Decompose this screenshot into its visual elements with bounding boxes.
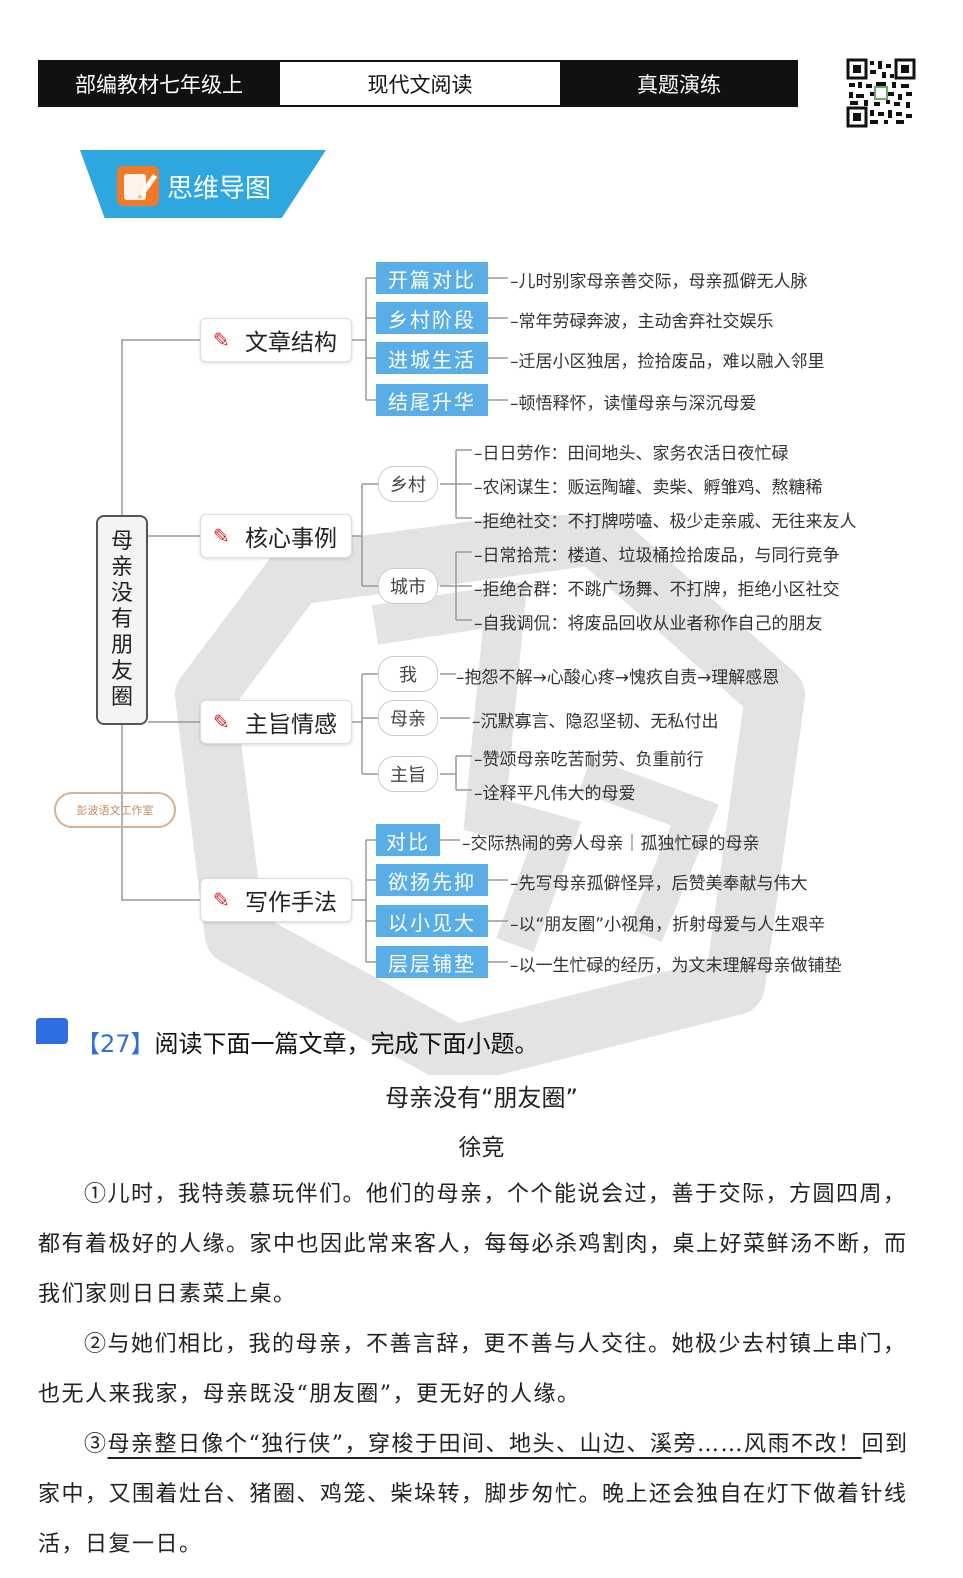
root-char: 有: [110, 607, 133, 632]
writing-tag: 对比: [376, 824, 440, 856]
bookmark-icon: [36, 1018, 68, 1044]
structure-tag: 进城生活: [376, 342, 488, 374]
branch-cases: ✎ 核心事例: [200, 514, 352, 558]
sub-city: 城市: [378, 568, 438, 604]
root-char: 朋: [110, 633, 133, 658]
city-leaf: –自我调侃：将废品回收从业者称作自己的朋友: [474, 614, 823, 634]
underlined-sentence: 母亲整日像个“独行侠”，穿梭于田间、地头、山边、溪旁……风雨不改！: [107, 1432, 862, 1457]
structure-leaf: –儿时别家母亲善交际，母亲孤僻无人脉: [510, 272, 808, 292]
banner-title: 思维导图: [167, 174, 272, 204]
header-bar: 部编教材七年级上 现代文阅读 真题演练: [38, 60, 798, 107]
article-title: 母亲没有“朋友圈”: [385, 1084, 578, 1112]
header-subject: 现代文阅读: [278, 62, 562, 105]
structure-leaf: –迁居小区独居，捡拾废品，难以融入邻里: [510, 352, 825, 372]
root-char: 母: [110, 529, 133, 554]
village-leaf: –拒绝社交：不打牌唠嗑、极少走亲戚、无往来友人: [474, 512, 857, 532]
notepad-icon: [117, 166, 159, 206]
writing-tag: 以小见大: [376, 905, 488, 937]
gist-leaf: –诠释平凡伟大的母爱: [474, 784, 636, 804]
question-heading: 【27】阅读下面一篇文章，完成下面小题。: [76, 1024, 539, 1059]
root-char: 亲: [110, 555, 133, 580]
studio-stamp: 彭波语文工作室: [54, 792, 176, 828]
header-section: 真题演练: [562, 62, 796, 105]
pencil-icon: ✎: [213, 710, 230, 734]
branch-structure: ✎ 文章结构: [200, 318, 352, 362]
paragraph-3-rest: 回到家中，又围着灶台、猪圈、鸡笼、柴垛转，脚步匆忙。晚上还会独自在灯下做着针线活…: [38, 1432, 909, 1557]
sub-village: 乡村: [378, 466, 438, 502]
village-leaf: –日日劳作：田间地头、家务农活日夜忙碌: [474, 444, 789, 464]
paragraph-3-number: ③: [84, 1432, 108, 1457]
city-leaf: –日常拾荒：楼道、垃圾桶捡拾废品，与同行竞争: [474, 546, 840, 566]
question-number: 【27】: [76, 1030, 155, 1058]
structure-tag: 开篇对比: [376, 262, 488, 294]
branch-label: 写作手法: [245, 890, 337, 916]
writing-tag: 欲扬先抑: [376, 864, 488, 896]
writing-leaf: –先写母亲孤僻怪异，后赞美奉献与伟大: [510, 874, 808, 894]
paragraph-3: ③母亲整日像个“独行侠”，穿梭于田间、地头、山边、溪旁……风雨不改！回到家中，又…: [38, 1420, 926, 1570]
me-leaf: –抱怨不解→心酸心疼→愧疚自责→理解感恩: [456, 668, 780, 688]
pencil-icon: ✎: [213, 328, 230, 352]
structure-leaf: –常年劳碌奔波，主动舍弃社交娱乐: [510, 312, 774, 332]
root-char: 友: [110, 659, 133, 684]
writing-tag: 层层铺垫: [376, 946, 488, 978]
writing-leaf: –以“朋友圈”小视角，折射母爱与人生艰辛: [510, 915, 826, 935]
question-text: 阅读下面一篇文章，完成下面小题。: [154, 1030, 539, 1058]
paragraph-2: ②与她们相比，我的母亲，不善言辞，更不善与人交往。她极少去村镇上串门，也无人来我…: [38, 1332, 907, 1407]
structure-leaf: –顿悟释怀，读懂母亲与深沉母爱: [510, 394, 757, 414]
mindmap-connectors: [121, 277, 508, 963]
root-char: 圈: [110, 685, 133, 710]
mindmap-root: 母 亲 没 有 朋 友 圈: [96, 515, 148, 725]
mother-leaf: –沉默寡言、隐忍坚韧、无私付出: [472, 712, 719, 732]
branch-label: 主旨情感: [245, 712, 337, 738]
root-char: 没: [110, 581, 133, 606]
pencil-icon: ✎: [213, 888, 230, 912]
writing-leaf: –以一生忙碌的经历，为文末理解母亲做铺垫: [510, 956, 842, 976]
structure-tag: 乡村阶段: [376, 302, 488, 334]
sub-gist: 主旨: [378, 756, 438, 792]
branch-label: 文章结构: [245, 330, 337, 356]
city-leaf: –拒绝合群：不跳广场舞、不打牌，拒绝小区社交: [474, 580, 840, 600]
structure-tag: 结尾升华: [376, 384, 488, 416]
writing-leaf: –交际热闹的旁人母亲｜孤独忙碌的母亲: [462, 834, 760, 854]
header-grade: 部编教材七年级上: [40, 62, 278, 105]
pencil-icon: ✎: [213, 524, 230, 548]
qr-code-icon: [846, 58, 916, 128]
sub-mother: 母亲: [378, 700, 438, 736]
article-author: 徐竞: [458, 1135, 505, 1161]
branch-theme: ✎ 主旨情感: [200, 700, 352, 744]
sub-me: 我: [378, 656, 438, 692]
village-leaf: –农闲谋生：贩运陶罐、卖柴、孵雏鸡、熬糖稀: [474, 478, 823, 498]
gist-leaf: –赞颂母亲吃苦耐劳、负重前行: [474, 750, 704, 770]
branch-label: 核心事例: [245, 526, 337, 552]
branch-writing: ✎ 写作手法: [200, 878, 352, 922]
paragraph-1: ①儿时，我特羡慕玩伴们。他们的母亲，个个能说会过，善于交际，方圆四周，都有着极好…: [38, 1182, 908, 1307]
